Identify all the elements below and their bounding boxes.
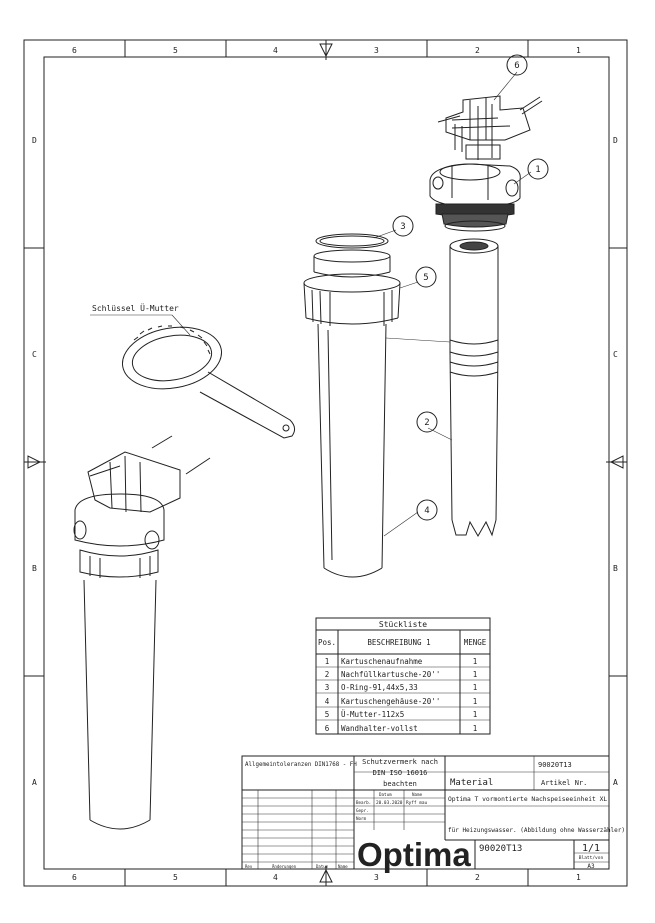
rev-label: Name xyxy=(338,864,348,869)
sheet-number: 1/1 xyxy=(582,843,600,854)
column-label: 2 xyxy=(475,46,480,55)
callout-number: 1 xyxy=(535,165,540,175)
callout-number: 4 xyxy=(424,506,429,516)
row-label: B xyxy=(32,564,37,573)
parts-pos: 6 xyxy=(325,724,330,733)
wall-bracket-part xyxy=(437,95,543,160)
callout-circle xyxy=(506,54,528,76)
protection-note: Schutzvermerk nach xyxy=(362,758,438,766)
column-label: 2 xyxy=(475,873,480,882)
row-label: D xyxy=(613,136,618,145)
protection-note: beachten xyxy=(383,780,417,788)
parts-desc: Wandhalter-vollst xyxy=(341,724,418,733)
parts-list-table: Stückliste Pos. BESCHREIBUNG 1 MENGE 1 K… xyxy=(315,617,491,735)
parts-qty: 1 xyxy=(473,670,478,679)
column-label: 5 xyxy=(173,873,178,882)
row-label: D xyxy=(32,136,37,145)
drawing-number: 90020T13 xyxy=(479,844,522,854)
role-norm: Norm xyxy=(356,816,367,821)
protection-note: DIN ISO 16016 xyxy=(373,769,428,777)
column-label: 5 xyxy=(173,46,178,55)
row-label: A xyxy=(613,778,618,787)
article-label: Artikel Nr. xyxy=(541,779,587,787)
parts-qty: 1 xyxy=(473,724,478,733)
parts-pos: 2 xyxy=(325,670,330,679)
callout-circle xyxy=(392,215,414,237)
row-label: C xyxy=(613,350,618,359)
rev-label: Änderungen xyxy=(272,864,297,869)
parts-qty: 1 xyxy=(473,697,478,706)
column-label: 3 xyxy=(374,873,379,882)
wrench-label: Schlüssel Ü-Mutter xyxy=(92,303,179,313)
assembled-unit xyxy=(73,435,211,830)
cartridge-head-part xyxy=(429,163,521,232)
callout-number: 6 xyxy=(514,61,519,71)
parts-pos: 1 xyxy=(325,657,330,666)
tolerance-note: Allgemeintoleranzen DIN1768 - FH xyxy=(245,762,357,768)
parts-desc: Kartuschenaufnahme xyxy=(341,657,423,666)
material-label: Material xyxy=(450,778,493,788)
refill-cartridge-part xyxy=(449,238,499,538)
callout-circle xyxy=(416,411,438,433)
callout-number: 3 xyxy=(400,222,405,232)
date-header: Datum xyxy=(379,792,392,797)
parts-list-header: BESCHREIBUNG 1 xyxy=(367,638,430,647)
cartridge-housing-part xyxy=(317,323,387,578)
callout-circle xyxy=(527,158,549,180)
leader-lines xyxy=(373,71,532,537)
drawn-name: Ryff mau xyxy=(406,800,428,806)
callout-number: 5 xyxy=(423,273,428,283)
title-block: Allgemeintoleranzen DIN1768 - FH Schutzv… xyxy=(241,755,625,873)
row-label: A xyxy=(32,778,37,787)
column-label: 4 xyxy=(273,46,278,55)
union-nut-part xyxy=(303,273,401,326)
parts-list-header: MENGE xyxy=(464,638,487,647)
rev-label: Datum xyxy=(316,864,329,869)
callout-number: 2 xyxy=(424,418,429,428)
column-label: 3 xyxy=(374,46,379,55)
inner-frame xyxy=(43,56,610,870)
description-line: für Heizungswasser. (Abbildung ohne Wass… xyxy=(448,827,625,834)
parts-qty: 1 xyxy=(473,683,478,692)
o-ring-part xyxy=(313,233,391,278)
centering-marks xyxy=(24,40,627,886)
column-label: 4 xyxy=(273,873,278,882)
column-label: 1 xyxy=(576,46,581,55)
parts-pos: 5 xyxy=(325,710,330,719)
paper-format: A3 xyxy=(587,863,595,870)
parts-qty: 1 xyxy=(473,657,478,666)
column-label: 6 xyxy=(72,46,77,55)
parts-desc: O-Ring-91,44x5,33 xyxy=(341,683,418,692)
parts-pos: 4 xyxy=(325,697,330,706)
description-line: Optima T vormontierte Nachspeiseeinheit … xyxy=(448,796,607,803)
role-checked: Gepr. xyxy=(356,808,369,813)
optima-logo: Optima xyxy=(357,836,471,873)
role-drawn: Bearb. xyxy=(356,800,371,805)
wrench-part xyxy=(90,314,296,439)
parts-desc: Ü-Mutter-112x5 xyxy=(341,710,404,719)
drawn-date: 20.03.2020 xyxy=(376,800,403,806)
sheet-label: Blatt/von xyxy=(579,855,604,861)
row-label: B xyxy=(613,564,618,573)
parts-pos: 3 xyxy=(325,683,330,692)
callout-circle xyxy=(415,266,437,288)
parts-list-header: Pos. xyxy=(318,638,336,647)
row-label: C xyxy=(32,350,37,359)
column-label: 6 xyxy=(72,873,77,882)
callout-circle xyxy=(416,499,438,521)
rev-label: Rev xyxy=(245,864,253,869)
name-header: Name xyxy=(412,792,423,797)
parts-desc: Nachfüllkartusche-20'' xyxy=(341,670,440,679)
parts-desc: Kartuschengehäuse-20'' xyxy=(341,697,440,706)
parts-list-title: Stückliste xyxy=(379,620,427,629)
parts-qty: 1 xyxy=(473,710,478,719)
doc-number: 90020T13 xyxy=(538,761,572,769)
column-label: 1 xyxy=(576,873,581,882)
